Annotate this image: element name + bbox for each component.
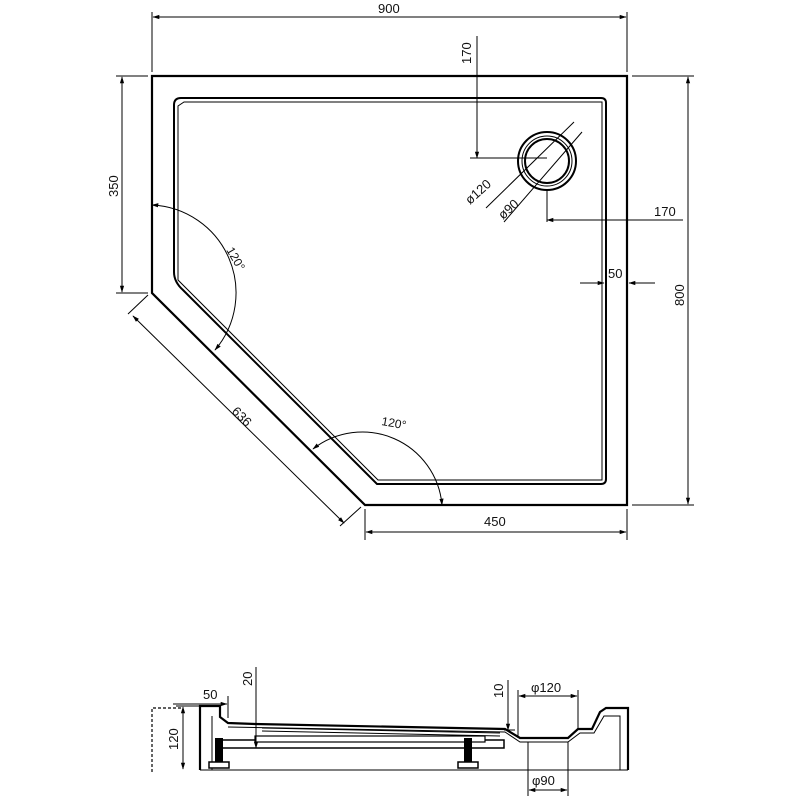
tray-top-surface bbox=[227, 715, 621, 770]
bottom-dim-label: 450 bbox=[484, 514, 506, 529]
width-dim-label: 900 bbox=[378, 1, 400, 16]
left-side-dim-label: 350 bbox=[106, 175, 121, 197]
drain-inner-dia-label: ø90 bbox=[495, 196, 522, 222]
angle-bottom-label: 120° bbox=[380, 414, 407, 432]
section-drop-label: 10 bbox=[491, 684, 506, 698]
support-beam bbox=[254, 735, 486, 743]
diagonal-ext-top bbox=[127, 294, 149, 315]
section-slope-label: 20 bbox=[240, 672, 255, 686]
outlet-outer-dia-label: φ120 bbox=[531, 680, 561, 695]
section-rim-label: 50 bbox=[203, 687, 217, 702]
right-foot bbox=[464, 738, 472, 762]
diagonal-dim-label: 636 bbox=[229, 404, 255, 430]
right-foot-base bbox=[457, 761, 479, 769]
drain-inner-ring bbox=[524, 138, 570, 184]
tray-section-profile bbox=[198, 704, 630, 770]
drain-top-offset-label: 170 bbox=[459, 42, 474, 64]
left-foot bbox=[215, 738, 223, 762]
drain-outer-ring bbox=[517, 131, 577, 191]
drain-inner-dia-leader bbox=[503, 131, 583, 223]
wall-edge-dashed bbox=[151, 707, 182, 772]
drain-outer-dia-label: ø120 bbox=[462, 176, 494, 207]
tray-slope-hatch-2 bbox=[261, 730, 501, 737]
section-height-label: 120 bbox=[166, 728, 181, 750]
tray-slope-hatch-1 bbox=[261, 727, 501, 734]
angle-bottom-arc bbox=[312, 431, 444, 506]
diagonal-ext-bottom bbox=[339, 506, 362, 527]
angle-left-arc bbox=[151, 203, 237, 351]
top-view: ø120 ø90 170 170 50 900 800 350 636 bbox=[106, 1, 694, 540]
outlet-inner-dia-label: φ90 bbox=[532, 773, 555, 788]
side-view: 120 50 20 10 φ120 φ90 bbox=[151, 667, 630, 796]
tray-inner-outline bbox=[173, 97, 607, 485]
drain-right-offset-label: 170 bbox=[654, 204, 676, 219]
rim-width-label: 50 bbox=[608, 266, 622, 281]
height-dim-label: 800 bbox=[672, 284, 687, 306]
drain-outer-dia-leader bbox=[485, 121, 575, 209]
left-foot-base bbox=[208, 761, 230, 769]
angle-left-label: 120° bbox=[223, 245, 248, 274]
drain-inner-ring-edge bbox=[521, 135, 573, 187]
